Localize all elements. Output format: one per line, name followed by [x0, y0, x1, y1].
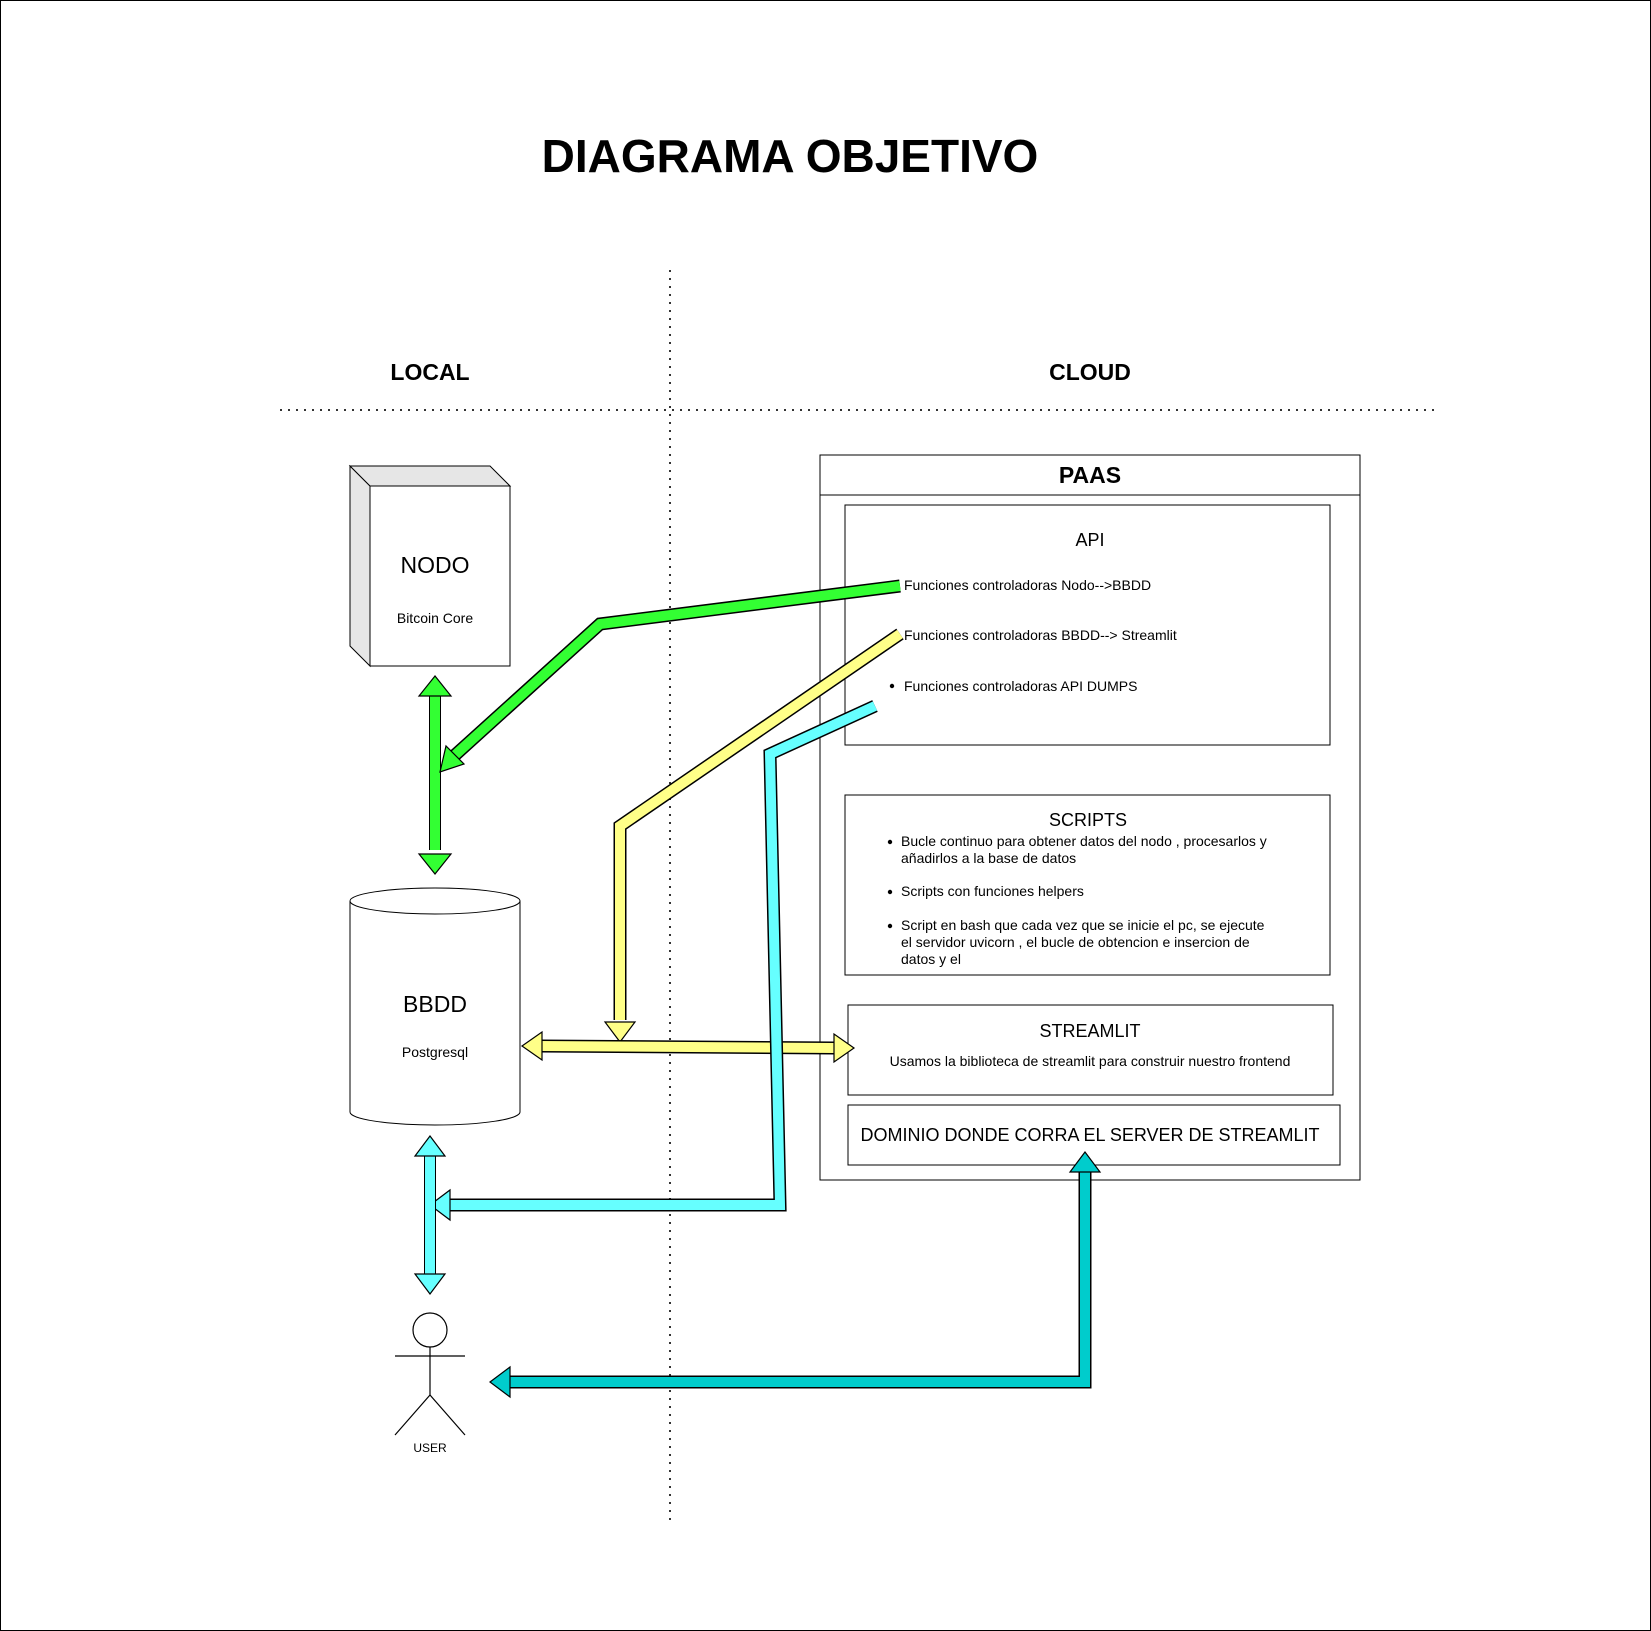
nodo-cube[interactable]: NODO Bitcoin Core	[348, 464, 512, 668]
zone-label-cloud: CLOUD	[1049, 359, 1131, 385]
user-dominio-double-arrow	[489, 1151, 1102, 1399]
api-item: Funciones controladoras BBDD--> Streamli…	[904, 627, 1177, 643]
api-streamlit-arrow	[603, 628, 904, 1043]
streamlit-description: Usamos la biblioteca de streamlit para c…	[890, 1053, 1291, 1069]
scripts-item-bullet	[887, 889, 893, 895]
dominio-box[interactable]: DOMINIO DONDE CORRA EL SERVER DE STREAML…	[847, 1104, 1341, 1166]
scripts-item-line: Bucle continuo para obtener datos del no…	[901, 833, 1267, 849]
scripts-item-line: añadirlos a la base de datos	[901, 850, 1076, 866]
user-actor[interactable]: USER	[394, 1312, 466, 1455]
dominio-label: DOMINIO DONDE CORRA EL SERVER DE STREAML…	[860, 1125, 1319, 1145]
nodo-cube-top	[348, 465, 512, 487]
scripts-item-bullet	[887, 923, 893, 929]
bbdd-cylinder-top	[349, 887, 521, 915]
user-leg-right	[429, 1394, 466, 1436]
bbdd-title: BBDD	[403, 991, 467, 1017]
user-head	[412, 1312, 448, 1348]
scripts-item-line: Script en bash que cada vez que se inici…	[901, 917, 1265, 933]
streamlit-frame	[847, 1004, 1334, 1096]
api-item-bullet	[889, 683, 895, 689]
api-item: Funciones controladoras Nodo-->BBDD	[904, 577, 1151, 593]
api-dumps-arrow	[429, 700, 878, 1222]
api-box[interactable]: API Funciones controladoras Nodo-->BBDD …	[844, 504, 1331, 746]
nodo-subtitle: Bitcoin Core	[397, 610, 473, 626]
api-title: API	[1075, 530, 1104, 550]
scripts-frame	[844, 794, 1331, 976]
scripts-item-line: Scripts con funciones helpers	[901, 883, 1084, 899]
bbdd-streamlit-double-arrow	[520, 1030, 856, 1064]
api-nodo-arrow	[439, 579, 901, 773]
diagram-title: DIAGRAMA OBJETIVO	[542, 130, 1039, 182]
bbdd-user-double-arrow	[413, 1135, 447, 1295]
scripts-item-line: el servidor uvicorn , el bucle de obtenc…	[901, 934, 1250, 950]
zone-label-local: LOCAL	[390, 359, 469, 385]
bbdd-cylinder-body	[349, 901, 521, 1126]
nodo-bbdd-double-arrow	[417, 675, 453, 875]
api-frame	[844, 504, 1331, 746]
scripts-item-line: datos y el	[901, 951, 961, 967]
api-item: Funciones controladoras API DUMPS	[904, 678, 1137, 694]
user-leg-left	[394, 1394, 431, 1436]
scripts-title: SCRIPTS	[1049, 810, 1127, 830]
nodo-title: NODO	[401, 552, 470, 578]
scripts-item-bullet	[887, 839, 893, 845]
bbdd-cylinder[interactable]: BBDD Postgresql	[349, 887, 521, 1126]
nodo-cube-front	[369, 485, 511, 667]
nodo-cube-side	[349, 464, 371, 668]
scripts-box[interactable]: SCRIPTS Bucle continuo para obtener dato…	[844, 794, 1331, 976]
streamlit-box[interactable]: STREAMLIT Usamos la biblioteca de stream…	[847, 1004, 1334, 1096]
streamlit-title: STREAMLIT	[1039, 1021, 1140, 1041]
bbdd-subtitle: Postgresql	[402, 1044, 468, 1060]
user-label: USER	[413, 1441, 447, 1455]
dominio-frame	[847, 1104, 1341, 1166]
paas-title: PAAS	[1059, 462, 1121, 488]
